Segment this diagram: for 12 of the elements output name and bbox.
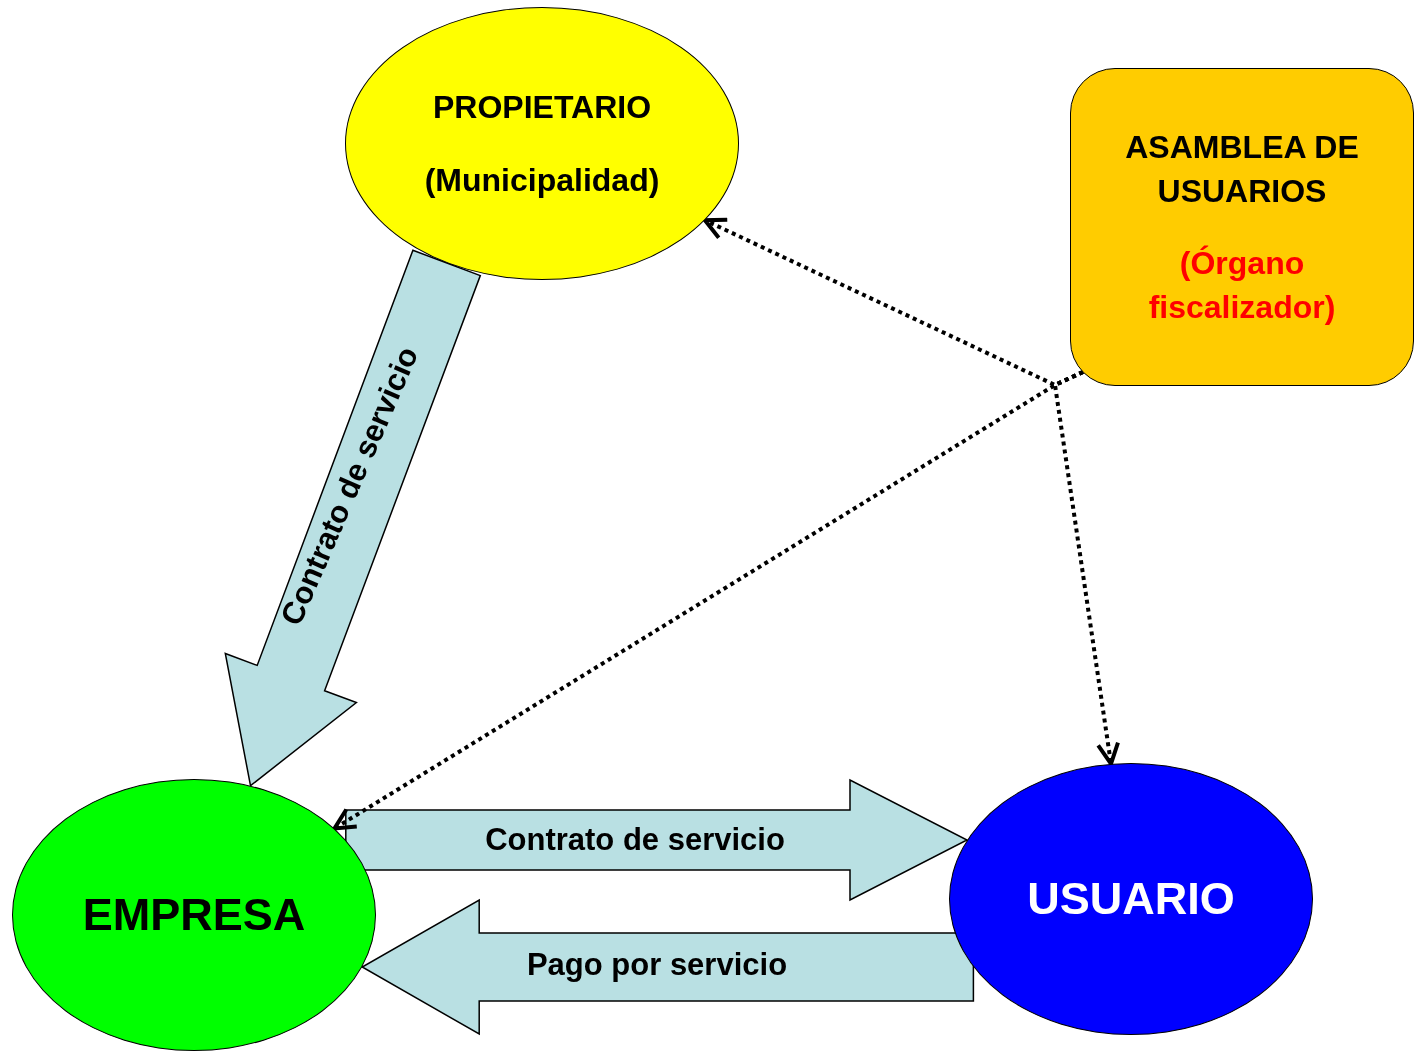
rounded-box bbox=[1070, 68, 1414, 386]
node-subtitle: (Órgano fiscalizador) bbox=[1147, 244, 1337, 328]
node-title: ASAMBLEA DE USUARIOS bbox=[1124, 127, 1360, 211]
block-arrow bbox=[345, 778, 969, 902]
block-arrow bbox=[360, 898, 975, 1036]
edge-label: Pago por servicio bbox=[526, 947, 788, 983]
node-title: EMPRESA bbox=[82, 887, 306, 942]
node-subtitle: (Municipalidad) bbox=[424, 160, 660, 200]
node-title: USUARIO bbox=[1027, 871, 1235, 926]
node-title: PROPIETARIO bbox=[432, 88, 652, 128]
block-arrow bbox=[224, 249, 482, 788]
edge-label: Contrato de servicio bbox=[485, 822, 785, 858]
